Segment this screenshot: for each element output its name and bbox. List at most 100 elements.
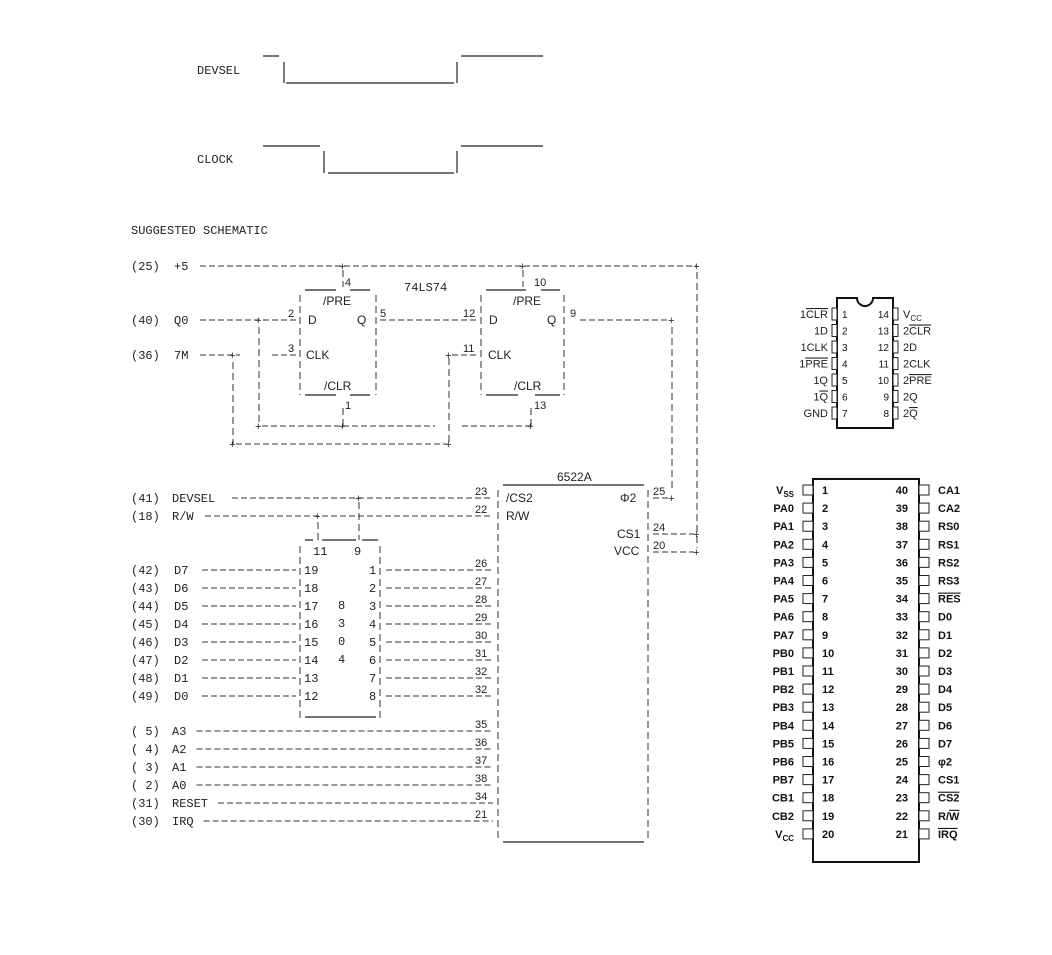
via-pin: 36 [475,737,487,749]
via-cs1-label: CS1 [617,527,641,541]
buffer-top-pin-9: 9 [354,545,361,559]
signal-pin: (30) [131,815,160,829]
ff2-q-label: Q [547,313,556,327]
ff2-pin-clk: 11 [463,343,474,355]
signal-pin: (40) [131,314,160,328]
signal-name: D5 [174,600,188,614]
pin-left: 8 PA6 [773,611,828,624]
signal-pin: ( 3) [131,761,160,775]
svg-text:+: + [229,351,236,363]
buffer-8304: 11 9 8 3 0 4 [299,539,381,718]
pin-number: 14 [878,310,890,321]
via-part-label: 6522A [557,470,592,484]
signal-pin: ( 5) [131,725,160,739]
pin-label: PB0 [773,648,794,660]
via-pin-23: 23 [475,486,487,498]
pin-number: 7 [842,409,848,420]
signal-pin: ( 2) [131,779,160,793]
pin-number: 13 [878,327,890,338]
pin-number: 6 [842,393,848,404]
signal-name-devsel: DEVSEL [172,492,215,506]
via-pin: 29 [475,612,487,624]
signal-name-7m: 7M [174,349,188,363]
pin-number: 5 [822,557,828,569]
ff-bottom-wires: + + + + + [229,358,534,452]
signal-pin: (45) [131,618,160,632]
pin-number: 22 [896,811,908,823]
ff1-clr-label: /CLR [324,379,352,393]
pin-label: RS1 [938,539,959,551]
pin-label: 2Q [903,392,918,404]
pin-number: 2 [842,327,848,338]
pin-number: 31 [896,648,908,660]
flipflop-2: 10 /PRE D Q CLK /CLR 12 11 9 13 [463,277,576,412]
pin-label: D1 [938,630,952,642]
buffer-left-pin: 16 [304,618,318,632]
via-pin-22: 22 [475,504,487,516]
pin-label: D4 [938,684,953,696]
pinout-6522: 1VSS2PA03PA14PA25PA36PA47PA58PA69PA710PB… [772,478,961,863]
pin-number: 26 [896,738,908,750]
pin-number: 19 [822,811,834,823]
ff2-clk-wire: + [445,351,478,363]
pin-number: 12 [822,684,834,696]
pin-label: RS2 [938,557,959,569]
ff1-q-label: Q [357,313,366,327]
pin-label: CB1 [772,793,794,805]
signal-name: D6 [174,582,188,596]
pin-label: VSS [776,485,795,499]
pin-label: 1D [814,326,828,338]
pin-number: 14 [822,720,835,732]
pin-number: 8 [822,612,828,624]
pin-label: PA6 [773,612,794,624]
buffer-right-pin: 6 [369,654,376,668]
via-pin: 32 [475,666,487,678]
via-rw-label: R/W [506,509,530,523]
pin-label: 2D [903,342,917,354]
via-pin: 28 [475,594,487,606]
svg-text:+: + [339,422,346,434]
pin-label: 2PRE [903,375,932,387]
pin-number: 23 [896,793,908,805]
svg-text:+: + [693,548,700,560]
pin-number: 27 [896,720,908,732]
pin-label: 1Q [813,375,828,387]
devsel-timing-label: DEVSEL [197,64,240,78]
pin-number: 9 [883,393,889,404]
pin-number: 25 [896,757,908,769]
signal-name: D7 [174,564,188,578]
signal-pin: (49) [131,690,160,704]
pin-number: 8 [883,409,889,420]
ff2-pin-clr: 13 [534,400,546,412]
pin-number: 6 [822,576,828,588]
pin-label: VCC [903,309,922,323]
pin-number: 9 [822,630,828,642]
pin-number: 12 [878,343,890,354]
pin-number: 20 [822,829,834,841]
pin-label: 1CLK [800,342,828,354]
pin-left: 61Q [813,390,848,404]
buffer-left-pin: 12 [304,690,318,704]
top-signals: (25) +5 (40) Q0 (36) 7M [131,260,188,363]
pin-label: 1PRE [799,359,828,371]
pin-number: 1 [822,485,828,497]
7m-wire: + [200,351,298,444]
